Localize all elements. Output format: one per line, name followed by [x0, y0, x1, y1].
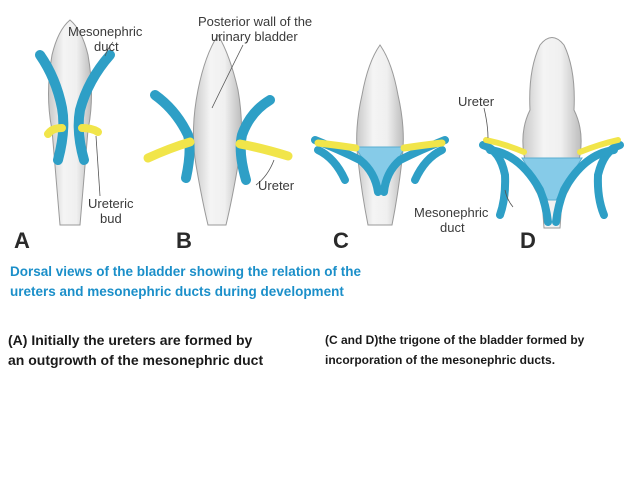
ureteric-bud-a-left	[44, 124, 66, 138]
leader-ureter-b	[255, 159, 275, 186]
note-left-line-2: an outgrowth of the mesonephric duct	[8, 352, 264, 368]
ureter-d-right	[577, 137, 621, 155]
panel-b	[143, 34, 293, 226]
note-right-line-2: incorporation of the mesonephric ducts.	[325, 353, 556, 367]
figure-caption: Dorsal views of the bladder showing the …	[10, 262, 430, 302]
label-ureter-d: Ureter	[458, 94, 495, 109]
leader-posterior-wall	[211, 44, 244, 109]
ureter-b-right	[235, 139, 293, 161]
leader-ureter-d	[483, 107, 489, 139]
panel-letter-c: C	[333, 228, 349, 253]
caption-line-1: Dorsal views of the bladder showing the …	[10, 264, 362, 279]
mesonephric-duct-a-right	[73, 50, 115, 165]
mesonephric-duct-d-left-inner	[486, 146, 552, 226]
label-mesonephric-duct-d: Mesonephric duct	[414, 205, 492, 235]
panel-a	[35, 19, 115, 226]
note-left-line-1: (A) Initially the ureters are formed by	[8, 332, 253, 348]
ureter-c-left	[314, 139, 360, 152]
caption-line-2: ureters and mesonephric ducts during dev…	[10, 284, 344, 299]
mesonephric-duct-b-left	[150, 90, 195, 183]
ureteric-bud-a-right	[78, 124, 102, 136]
mesonephric-duct-a-left	[35, 50, 69, 165]
bladder-b	[192, 34, 242, 226]
bladder-c	[356, 44, 404, 226]
note-right-line-1: (C and D)the trigone of the bladder form…	[325, 333, 585, 347]
panel-d	[479, 37, 624, 229]
panel-letter-d: D	[520, 228, 536, 253]
mesonephric-duct-d-right-inner	[552, 146, 618, 226]
ureter-c-right	[400, 139, 446, 152]
label-mesonephric-duct-a: Mesonephric duct	[68, 24, 146, 54]
mesonephric-duct-c-left-lower	[314, 146, 349, 184]
note-ureter-origin: (A) Initially the ureters are formed by …	[8, 330, 308, 370]
leader-lines	[95, 41, 514, 208]
mesonephric-duct-b-right	[235, 95, 275, 185]
ureter-d-left	[483, 137, 527, 155]
ureter-b-left	[143, 137, 195, 163]
label-posterior-wall: Posterior wall of the urinary bladder	[198, 14, 316, 44]
panel-c	[311, 44, 449, 226]
label-ureter-b: Ureter	[258, 178, 295, 193]
note-trigone: (C and D)the trigone of the bladder form…	[325, 330, 625, 370]
panel-letter-b: B	[176, 228, 192, 253]
leader-mesonephric-d	[504, 189, 514, 208]
leader-mesonephric-a	[104, 41, 114, 57]
mesonephric-duct-c-right-lower	[411, 146, 446, 184]
panel-letter-a: A	[14, 228, 30, 253]
bladder-development-diagram: Mesonephric duct Posterior wall of the u…	[14, 14, 624, 253]
label-ureteric-bud: Ureteric bud	[88, 196, 137, 226]
leader-ureteric-bud	[95, 135, 101, 197]
bladder-a	[48, 19, 92, 226]
